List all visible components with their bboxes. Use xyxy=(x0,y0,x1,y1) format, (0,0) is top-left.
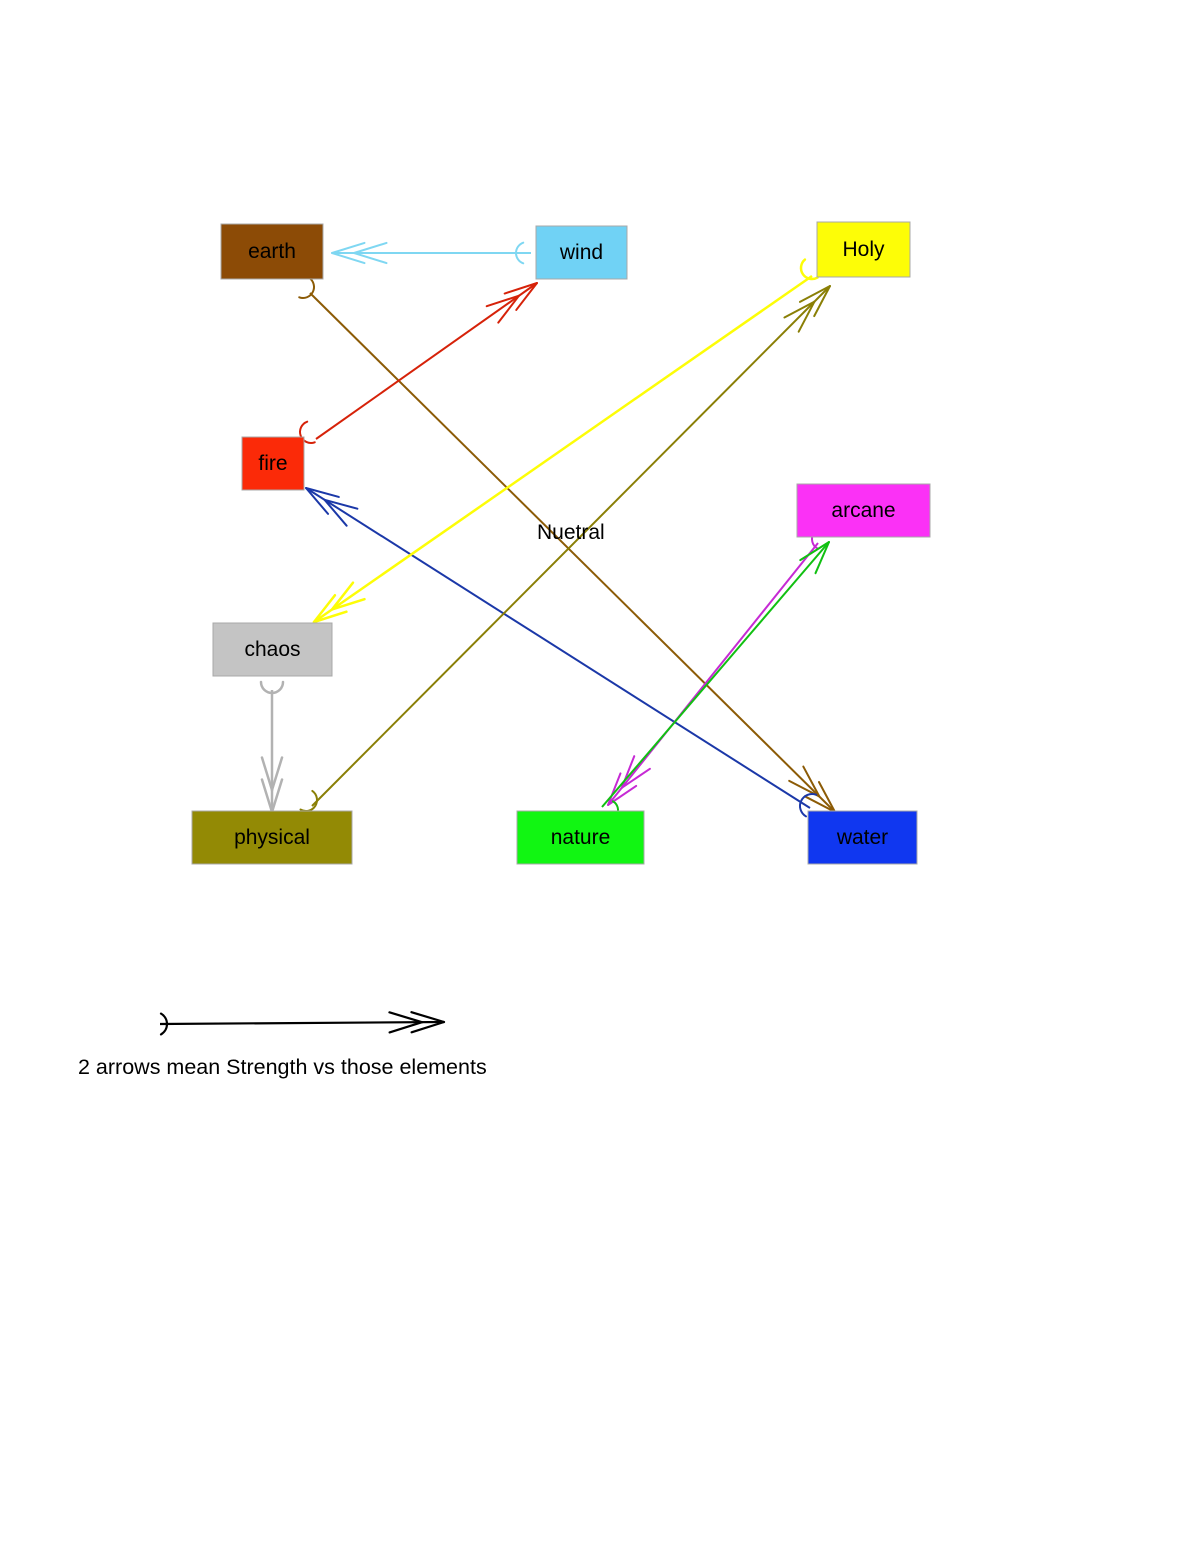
edge-water-to-fire xyxy=(305,487,818,818)
node-label-nature: nature xyxy=(551,826,611,849)
node-box-arcane[interactable] xyxy=(796,483,931,538)
legend-arrow-shaft xyxy=(159,1020,445,1026)
node-label-arcane: arcane xyxy=(831,499,895,522)
legend-arrow-heads xyxy=(388,1011,446,1034)
node-label-wind: wind xyxy=(559,241,603,264)
edge-source-hook xyxy=(799,258,819,281)
labels-layer: Nuetral xyxy=(537,521,605,544)
edge-physical-to-holy xyxy=(299,285,831,812)
edge-wind-to-earth xyxy=(331,241,531,265)
edge-source-hook xyxy=(299,420,316,444)
edge-source-hook xyxy=(259,680,285,695)
node-box-earth[interactable] xyxy=(220,223,324,280)
node-arcane[interactable]: arcane xyxy=(796,483,931,538)
edge-source-hook xyxy=(515,241,525,265)
node-wind[interactable]: wind xyxy=(535,225,628,280)
node-holy[interactable]: Holy xyxy=(816,221,911,278)
node-physical[interactable]: physical xyxy=(191,810,353,865)
node-label-fire: fire xyxy=(258,452,287,475)
legend-layer: 2 arrows mean Strength vs those elements xyxy=(78,1011,487,1079)
edges-layer xyxy=(259,241,836,821)
edge-source-hook xyxy=(298,276,315,299)
node-chaos[interactable]: chaos xyxy=(212,622,333,677)
node-label-chaos: chaos xyxy=(244,638,300,661)
edge-earth-to-water xyxy=(298,276,836,813)
neutral-center-label: Nuetral xyxy=(537,521,605,544)
node-box-physical[interactable] xyxy=(191,810,353,865)
edge-holy-to-chaos xyxy=(312,258,819,624)
node-box-holy[interactable] xyxy=(816,221,911,278)
node-box-fire[interactable] xyxy=(241,436,305,491)
node-water[interactable]: water xyxy=(807,810,918,865)
legend-caption: 2 arrows mean Strength vs those elements xyxy=(78,1055,487,1079)
node-box-water[interactable] xyxy=(807,810,918,865)
edge-source-hook xyxy=(299,789,318,812)
node-box-nature[interactable] xyxy=(516,810,645,865)
node-label-holy: Holy xyxy=(842,238,885,261)
node-label-earth: earth xyxy=(248,240,296,263)
node-fire[interactable]: fire xyxy=(241,436,305,491)
edge-fire-to-wind xyxy=(299,282,538,444)
edge-source-hook xyxy=(799,793,818,818)
node-nature[interactable]: nature xyxy=(516,810,645,865)
node-box-chaos[interactable] xyxy=(212,622,333,677)
nodes-layer: earth wind Holy fire arcane chaos physical natu… xyxy=(191,221,931,865)
edge-chaos-to-physical xyxy=(259,680,285,814)
node-box-wind[interactable] xyxy=(535,225,628,280)
node-earth[interactable]: earth xyxy=(220,223,324,280)
edge-arcane-to-nature xyxy=(607,527,830,806)
node-label-physical: physical xyxy=(234,826,310,849)
node-label-water: water xyxy=(836,826,888,849)
